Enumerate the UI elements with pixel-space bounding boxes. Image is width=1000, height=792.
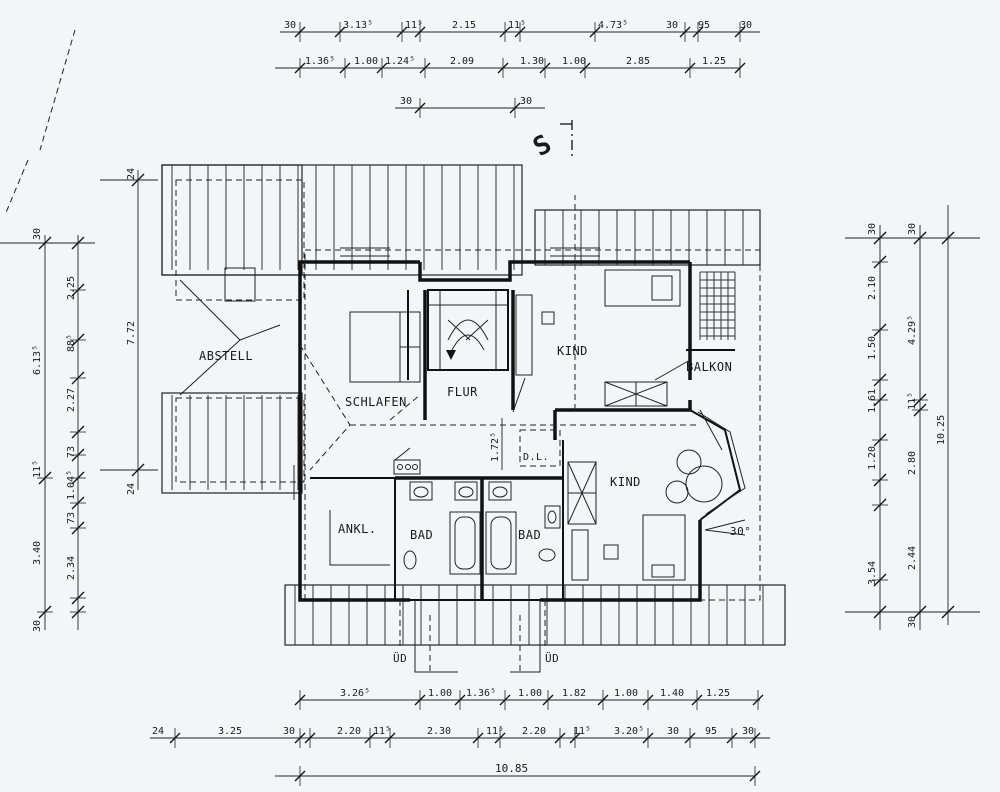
dim-top2-g: 2.85 (626, 56, 650, 67)
label-ud-right: ÜD (545, 652, 559, 665)
dimension-labels: 30 3.13⁵ 11⁵ 2.15 11⁵ 4.73⁵ 30 95 30 1.3… (32, 20, 947, 775)
dim-left-inner-a: 30 (32, 228, 43, 240)
dim-right-inner-h: 2.44 (907, 546, 918, 570)
dim-bot1-c: 1.36⁵ (466, 688, 496, 699)
dim-top1-c: 11⁵ (405, 20, 423, 31)
label-ud-left: ÜD (393, 652, 407, 665)
dim-top1-d: 2.15 (452, 20, 476, 31)
dim-top3-b: 30 (520, 96, 532, 107)
label-dl: D.L. (523, 452, 549, 463)
room-abstell: ABSTELL (199, 349, 253, 363)
dim-right-inner-e: 1.20 (867, 446, 878, 470)
dim-top3-a: 30 (400, 96, 412, 107)
dim-bot2-g: 11⁵ (486, 726, 504, 737)
dimension-ticks (37, 22, 956, 786)
room-kind-bottom: KIND (610, 475, 641, 489)
dim-top1-h: 95 (698, 20, 710, 31)
dim-left-inner-b: 2.25 (66, 276, 77, 300)
dim-bot2-a: 24 (152, 726, 164, 737)
dim-top1-i: 30 (740, 20, 752, 31)
dim-bot2-m: 30 (742, 726, 754, 737)
dim-bot1-e: 1.82 (562, 688, 586, 699)
dim-top1-f: 4.73⁵ (598, 20, 628, 31)
dim-bot1-h: 1.25 (706, 688, 730, 699)
dim-top1-g: 30 (666, 20, 678, 31)
dim-bot1-b: 1.00 (428, 688, 452, 699)
dim-left-inner-d: 2.27 (66, 388, 77, 412)
dim-left-far-a: 7.72 (126, 321, 137, 345)
room-ankl: ANKL. (338, 522, 377, 536)
dim-top2-b: 1.00 (354, 56, 378, 67)
dim-top1-e: 11⁵ (508, 20, 526, 31)
dim-top2-e: 1.30 (520, 56, 544, 67)
dim-top2-f: 1.00 (562, 56, 586, 67)
label-angle: 30° (730, 525, 751, 538)
dim-top2-a: 1.36⁵ (305, 56, 335, 67)
dim-bot2-b: 3.25 (218, 726, 242, 737)
dim-bot2-k: 30 (667, 726, 679, 737)
roof-rafters (161, 164, 786, 646)
dim-top2-d: 2.09 (450, 56, 474, 67)
dim-right-outer-d: 10.25 (936, 415, 947, 445)
dim-bot1-a: 3.26⁵ (340, 688, 370, 699)
dim-left-inner-h: 2.34 (66, 556, 77, 580)
dim-bot2-h: 2.20 (522, 726, 546, 737)
dim-right-inner-i: 30 (907, 616, 918, 628)
dim-bot2-f: 2.30 (427, 726, 451, 737)
interior-walls (179, 120, 746, 673)
dim-left-outer-a: 6.13⁵ (32, 345, 43, 375)
dim-right-inner-c: 1.50 (867, 336, 878, 360)
dim-top2-h: 1.25 (702, 56, 726, 67)
outer-walls (175, 179, 761, 602)
room-kind-top: KIND (557, 344, 588, 358)
dim-right-inner-g: 3.54 (867, 561, 878, 585)
dim-bot1-f: 1.00 (614, 688, 638, 699)
dim-left-far-c: 24 (126, 483, 137, 495)
dim-top1-b: 3.13⁵ (343, 20, 373, 31)
dim-right-outer-b: 4.29⁵ (907, 315, 918, 345)
dim-bot2-i: 11⁵ (573, 726, 591, 737)
dim-right-outer-c: 11⁵ (907, 392, 918, 410)
dim-bot1-g: 1.40 (660, 688, 684, 699)
dim-bot2-c: 30 (283, 726, 295, 737)
room-balkon: BALKON (686, 360, 732, 374)
dim-left-inner-g: 73 (66, 512, 77, 524)
dim-bot2-j: 3.20⁵ (614, 726, 644, 737)
room-bad-right: BAD (518, 528, 541, 542)
dim-top2-c: 1.24⁵ (385, 56, 415, 67)
dim-left-far-b: 24 (126, 168, 137, 180)
room-flur: FLUR (447, 385, 478, 399)
dim-bot2-d: 2.20 (337, 726, 361, 737)
dim-left-outer-c: 3.40 (32, 541, 43, 565)
dim-left-outer-b: 11⁵ (32, 460, 43, 478)
dim-bot1-d: 1.00 (518, 688, 542, 699)
dim-right-inner-b: 2.10 (867, 276, 878, 300)
room-labels: ABSTELL SCHLAFEN FLUR KIND BALKON KIND A… (199, 129, 751, 665)
dim-left-inner-i: 30 (32, 620, 43, 632)
dim-right-inner-a: 30 (867, 223, 878, 235)
dim-flur-172: 1.72⁵ (490, 432, 501, 462)
dim-bot2-e: 11⁵ (373, 726, 391, 737)
dim-right-inner-d: 1.61 (867, 389, 878, 413)
dimension-lines (0, 31, 980, 777)
guide-lines (4, 29, 76, 216)
dim-left-inner-f: 1.04⁵ (66, 470, 77, 500)
dim-bottom-total: 10.85 (495, 762, 528, 775)
room-schlafen: SCHLAFEN (345, 395, 407, 409)
dim-right-inner-f: 2.80 (907, 451, 918, 475)
room-bad-left: BAD (410, 528, 433, 542)
dim-left-inner-e: 73 (66, 446, 77, 458)
dim-bot2-l: 95 (705, 726, 717, 737)
dim-right-outer-a: 30 (907, 223, 918, 235)
dim-top1-a: 30 (284, 20, 296, 31)
dim-left-inner-c: 88⁵ (66, 334, 77, 352)
